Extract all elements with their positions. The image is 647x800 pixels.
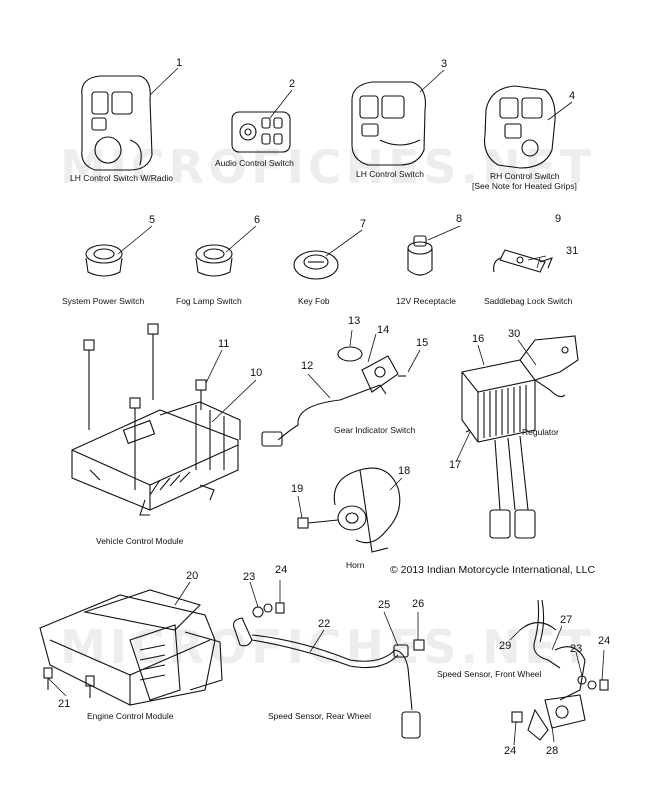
rh-control-switch-part — [483, 85, 556, 169]
callout-20: 20 — [186, 570, 199, 582]
callout-4: 4 — [569, 90, 576, 102]
label-speed-sensor-front: Speed Sensor, Front Wheel — [437, 669, 542, 679]
horn-part — [297, 467, 401, 553]
regulator-part — [461, 335, 579, 539]
12v-receptacle-part — [407, 235, 433, 276]
callout-5: 5 — [149, 214, 156, 226]
callout-18: 18 — [398, 465, 411, 477]
callout-24-front: 24 — [598, 635, 611, 647]
callout-24: 24 — [275, 564, 288, 576]
callout-23-front: 23 — [570, 643, 583, 655]
callout-9: 9 — [555, 213, 562, 225]
callout-17: 17 — [449, 459, 462, 471]
lh-control-switch-radio-part — [81, 75, 153, 171]
fog-lamp-switch-part — [195, 244, 233, 277]
callout-3: 3 — [441, 58, 448, 70]
callout-16: 16 — [472, 333, 485, 345]
speed-sensor-front-part — [511, 599, 609, 741]
callout-12: 12 — [301, 360, 314, 372]
callout-2: 2 — [289, 78, 296, 90]
audio-control-switch-part — [231, 111, 291, 153]
callout-23: 23 — [243, 571, 256, 583]
callout-28: 28 — [546, 745, 559, 757]
callout-29: 29 — [499, 640, 512, 652]
speed-sensor-rear-part — [233, 602, 425, 739]
callout-26: 26 — [412, 598, 425, 610]
label-lh-control-switch-radio: LH Control Switch W/Radio — [70, 173, 173, 183]
callout-10: 10 — [250, 367, 263, 379]
label-vehicle-control-module: Vehicle Control Module — [96, 536, 184, 546]
callout-22: 22 — [318, 618, 331, 630]
label-horn: Horn — [346, 560, 365, 570]
copyright-notice: © 2013 Indian Motorcycle International, … — [390, 564, 596, 576]
callout-15: 15 — [416, 337, 429, 349]
callout-24-lower: 24 — [504, 745, 517, 757]
callout-30: 30 — [508, 328, 521, 340]
label-audio-control-switch: Audio Control Switch — [215, 158, 294, 168]
leader-lines — [47, 67, 605, 746]
engine-control-module-part — [39, 589, 223, 706]
label-gear-indicator-switch: Gear Indicator Switch — [334, 425, 416, 435]
watermark-top: MICROFICHES.NET — [60, 140, 596, 194]
callout-19: 19 — [291, 483, 304, 495]
gear-indicator-switch-part — [261, 346, 406, 447]
label-fog-lamp-switch: Fog Lamp Switch — [176, 296, 242, 306]
label-speed-sensor-rear: Speed Sensor, Rear Wheel — [268, 711, 372, 721]
module-bolts-part — [83, 323, 207, 490]
callout-1: 1 — [176, 57, 183, 69]
label-rh-control-switch: RH Control Switch — [490, 171, 560, 181]
callout-14: 14 — [377, 324, 390, 336]
label-system-power-switch: System Power Switch — [62, 296, 145, 306]
callout-27: 27 — [560, 614, 573, 626]
saddlebag-lock-switch-part — [493, 249, 553, 273]
watermark-bottom: MICROFICHES.NET — [60, 620, 596, 674]
callout-25: 25 — [378, 599, 391, 611]
callout-31: 31 — [566, 245, 579, 257]
label-12v-receptacle: 12V Receptacle — [396, 296, 457, 306]
key-fob-part — [293, 250, 339, 280]
system-power-switch-part — [85, 244, 123, 277]
callout-6: 6 — [254, 214, 261, 226]
callout-7: 7 — [360, 218, 367, 230]
label-lh-control-switch: LH Control Switch — [356, 169, 425, 179]
callout-8: 8 — [456, 213, 463, 225]
vehicle-control-module-part — [71, 401, 241, 516]
callout-21: 21 — [58, 698, 71, 710]
lh-control-switch-part — [351, 81, 427, 166]
label-key-fob: Key Fob — [298, 296, 330, 306]
label-heated-grips-note: [See Note for Heated Grips] — [472, 181, 577, 191]
label-engine-control-module: Engine Control Module — [87, 711, 174, 721]
label-saddlebag-lock-switch: Saddlebag Lock Switch — [484, 296, 573, 306]
callout-13: 13 — [348, 315, 361, 327]
label-regulator: Regulator — [522, 427, 559, 437]
callout-11: 11 — [218, 338, 230, 350]
